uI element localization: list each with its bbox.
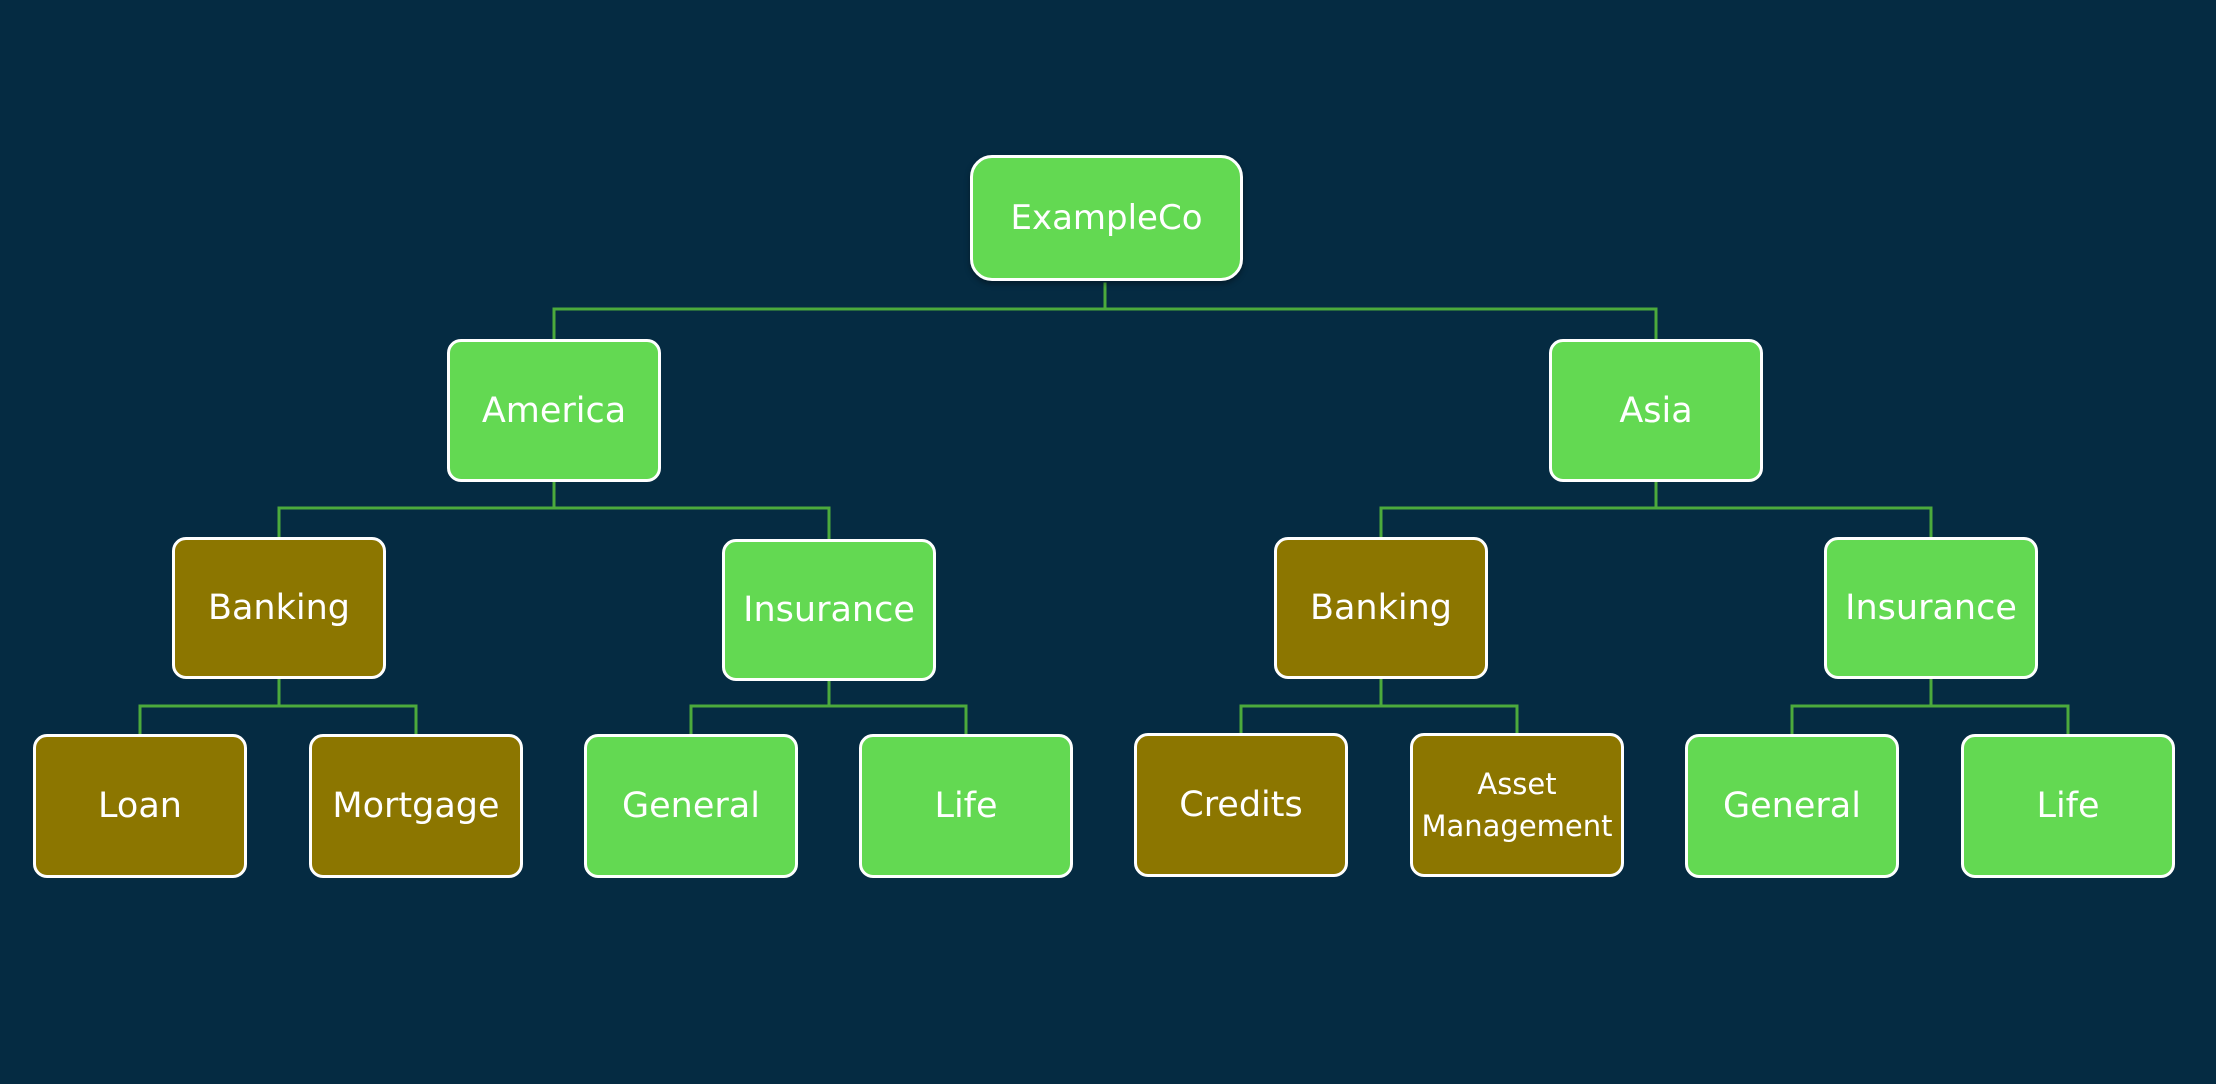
node-label: Asset Management <box>1421 766 1613 843</box>
node-asia-life: Life <box>1961 734 2175 878</box>
node-label: General <box>622 786 760 826</box>
node-asia-insurance: Insurance <box>1824 537 2038 679</box>
node-label: ExampleCo <box>1010 197 1203 238</box>
node-america-life: Life <box>859 734 1073 878</box>
node-label: Life <box>934 786 998 826</box>
node-label: Insurance <box>1845 588 2017 628</box>
node-label: America <box>481 390 627 431</box>
node-america-general: General <box>584 734 798 878</box>
node-label: Mortgage <box>332 786 500 826</box>
node-america-insurance: Insurance <box>722 539 936 681</box>
node-label: Insurance <box>743 590 915 630</box>
node-label: Credits <box>1179 785 1303 825</box>
node-label: Life <box>2036 786 2100 826</box>
node-asia: Asia <box>1549 339 1763 482</box>
node-america-banking: Banking <box>172 537 386 679</box>
node-loan: Loan <box>33 734 247 878</box>
node-label: General <box>1723 786 1861 826</box>
node-asset-management: Asset Management <box>1410 733 1624 877</box>
node-label: Banking <box>1309 588 1453 628</box>
node-mortgage: Mortgage <box>309 734 523 878</box>
node-exampleco: ExampleCo <box>970 155 1243 281</box>
node-label: Banking <box>207 588 351 628</box>
node-asia-banking: Banking <box>1274 537 1488 679</box>
node-credits: Credits <box>1134 733 1348 877</box>
node-label: Loan <box>98 786 182 826</box>
node-asia-general: General <box>1685 734 1899 878</box>
node-america: America <box>447 339 661 482</box>
node-label: Asia <box>1619 390 1693 431</box>
